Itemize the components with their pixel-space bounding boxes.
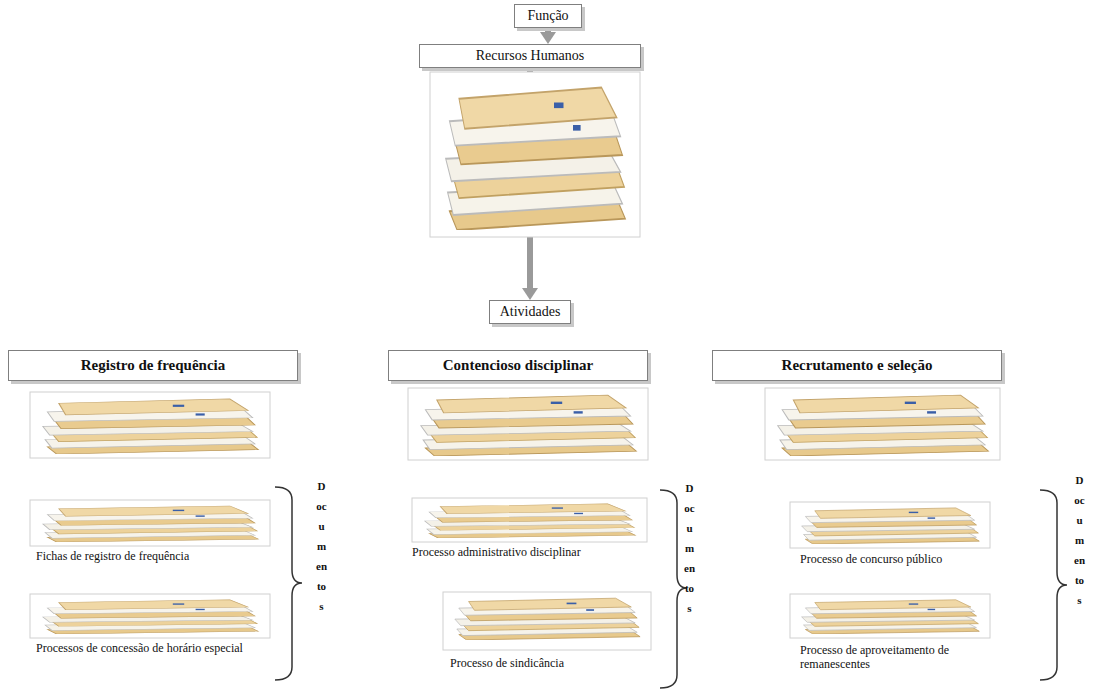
photo-frame bbox=[30, 500, 270, 546]
paper-stack bbox=[43, 399, 258, 454]
document-caption: Processo de sindicância bbox=[450, 656, 650, 670]
box-text: Registro de frequência bbox=[21, 357, 285, 374]
photo-frame bbox=[790, 594, 990, 638]
box-text: Contencioso disciplinar bbox=[401, 357, 635, 374]
photo-frame bbox=[30, 594, 270, 638]
paper-stack bbox=[43, 600, 258, 634]
box-text: Função bbox=[527, 8, 568, 24]
activity-box: Contencioso disciplinar bbox=[388, 350, 648, 381]
heading-box: Recursos Humanos bbox=[419, 44, 641, 68]
activity-box: Registro de frequência bbox=[8, 350, 298, 381]
paper-stack bbox=[43, 506, 258, 542]
vertical-label: Documentos bbox=[684, 478, 695, 618]
box-text: Atividades bbox=[500, 304, 561, 320]
photo-frame bbox=[408, 388, 648, 460]
paper-stack bbox=[425, 504, 636, 538]
paper-stack bbox=[446, 88, 626, 231]
document-caption: Processos de concessão de horário especi… bbox=[36, 641, 251, 655]
photo-frame bbox=[765, 388, 1000, 460]
activity-box: Recrutamento e seleção bbox=[712, 350, 1002, 381]
document-caption: Processo administrativo disciplinar bbox=[412, 545, 652, 559]
curly-bracket bbox=[1040, 490, 1067, 680]
photo-frame bbox=[443, 592, 651, 650]
document-caption: Processo de concurso público bbox=[800, 552, 1010, 566]
curly-bracket bbox=[275, 487, 302, 680]
vertical-label: Documentos bbox=[1074, 470, 1085, 610]
document-caption: Fichas de registro de frequência bbox=[36, 549, 276, 563]
box-text: Recrutamento e seleção bbox=[725, 357, 989, 374]
photo-frame bbox=[30, 392, 270, 458]
curly-bracket bbox=[660, 490, 687, 688]
paper-stack bbox=[421, 395, 636, 456]
photo-frame bbox=[790, 502, 990, 548]
paper-stack bbox=[778, 395, 989, 456]
box-text: Recursos Humanos bbox=[434, 48, 626, 64]
flow-arrow bbox=[545, 28, 551, 32]
vertical-label: Documentos bbox=[316, 476, 327, 616]
paper-stack bbox=[802, 508, 980, 544]
photo-frame bbox=[412, 498, 647, 542]
paper-stack bbox=[455, 598, 640, 640]
document-caption: Processo de aproveitamento de remanescen… bbox=[800, 643, 955, 671]
paper-stack bbox=[802, 600, 980, 634]
photo-frame bbox=[430, 72, 640, 237]
heading-box: Atividades bbox=[489, 300, 572, 324]
heading-box: Função bbox=[514, 4, 581, 28]
